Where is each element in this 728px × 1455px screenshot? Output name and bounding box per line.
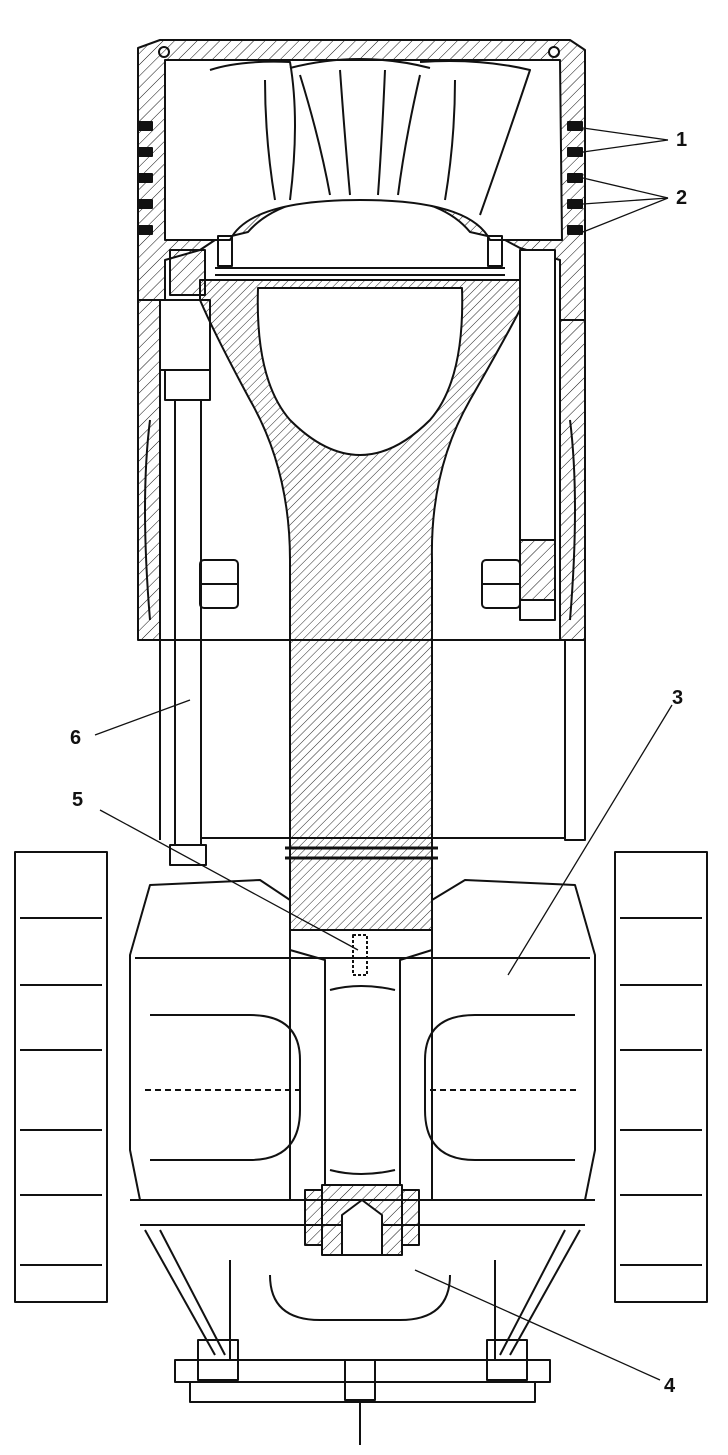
guide-shoe-right — [614, 851, 708, 1303]
piston-crown — [137, 39, 586, 321]
callout-6: 6 — [70, 727, 82, 749]
callout-3: 3 — [672, 687, 684, 709]
guide-shoe-left — [14, 851, 108, 1303]
callout-2: 2 — [676, 187, 688, 209]
callout-5: 5 — [72, 789, 84, 811]
crosshead — [129, 879, 596, 1226]
leader-lines — [94, 127, 673, 1381]
callout-1: 1 — [676, 129, 688, 151]
crown-bolts — [159, 235, 556, 621]
ring-grooves-left — [137, 121, 153, 235]
connecting-rod — [199, 279, 526, 1186]
callout-4: 4 — [664, 1375, 676, 1397]
oil-pipe — [169, 399, 207, 866]
bottom-bearing — [144, 1184, 581, 1445]
ring-grooves-right — [567, 121, 583, 235]
